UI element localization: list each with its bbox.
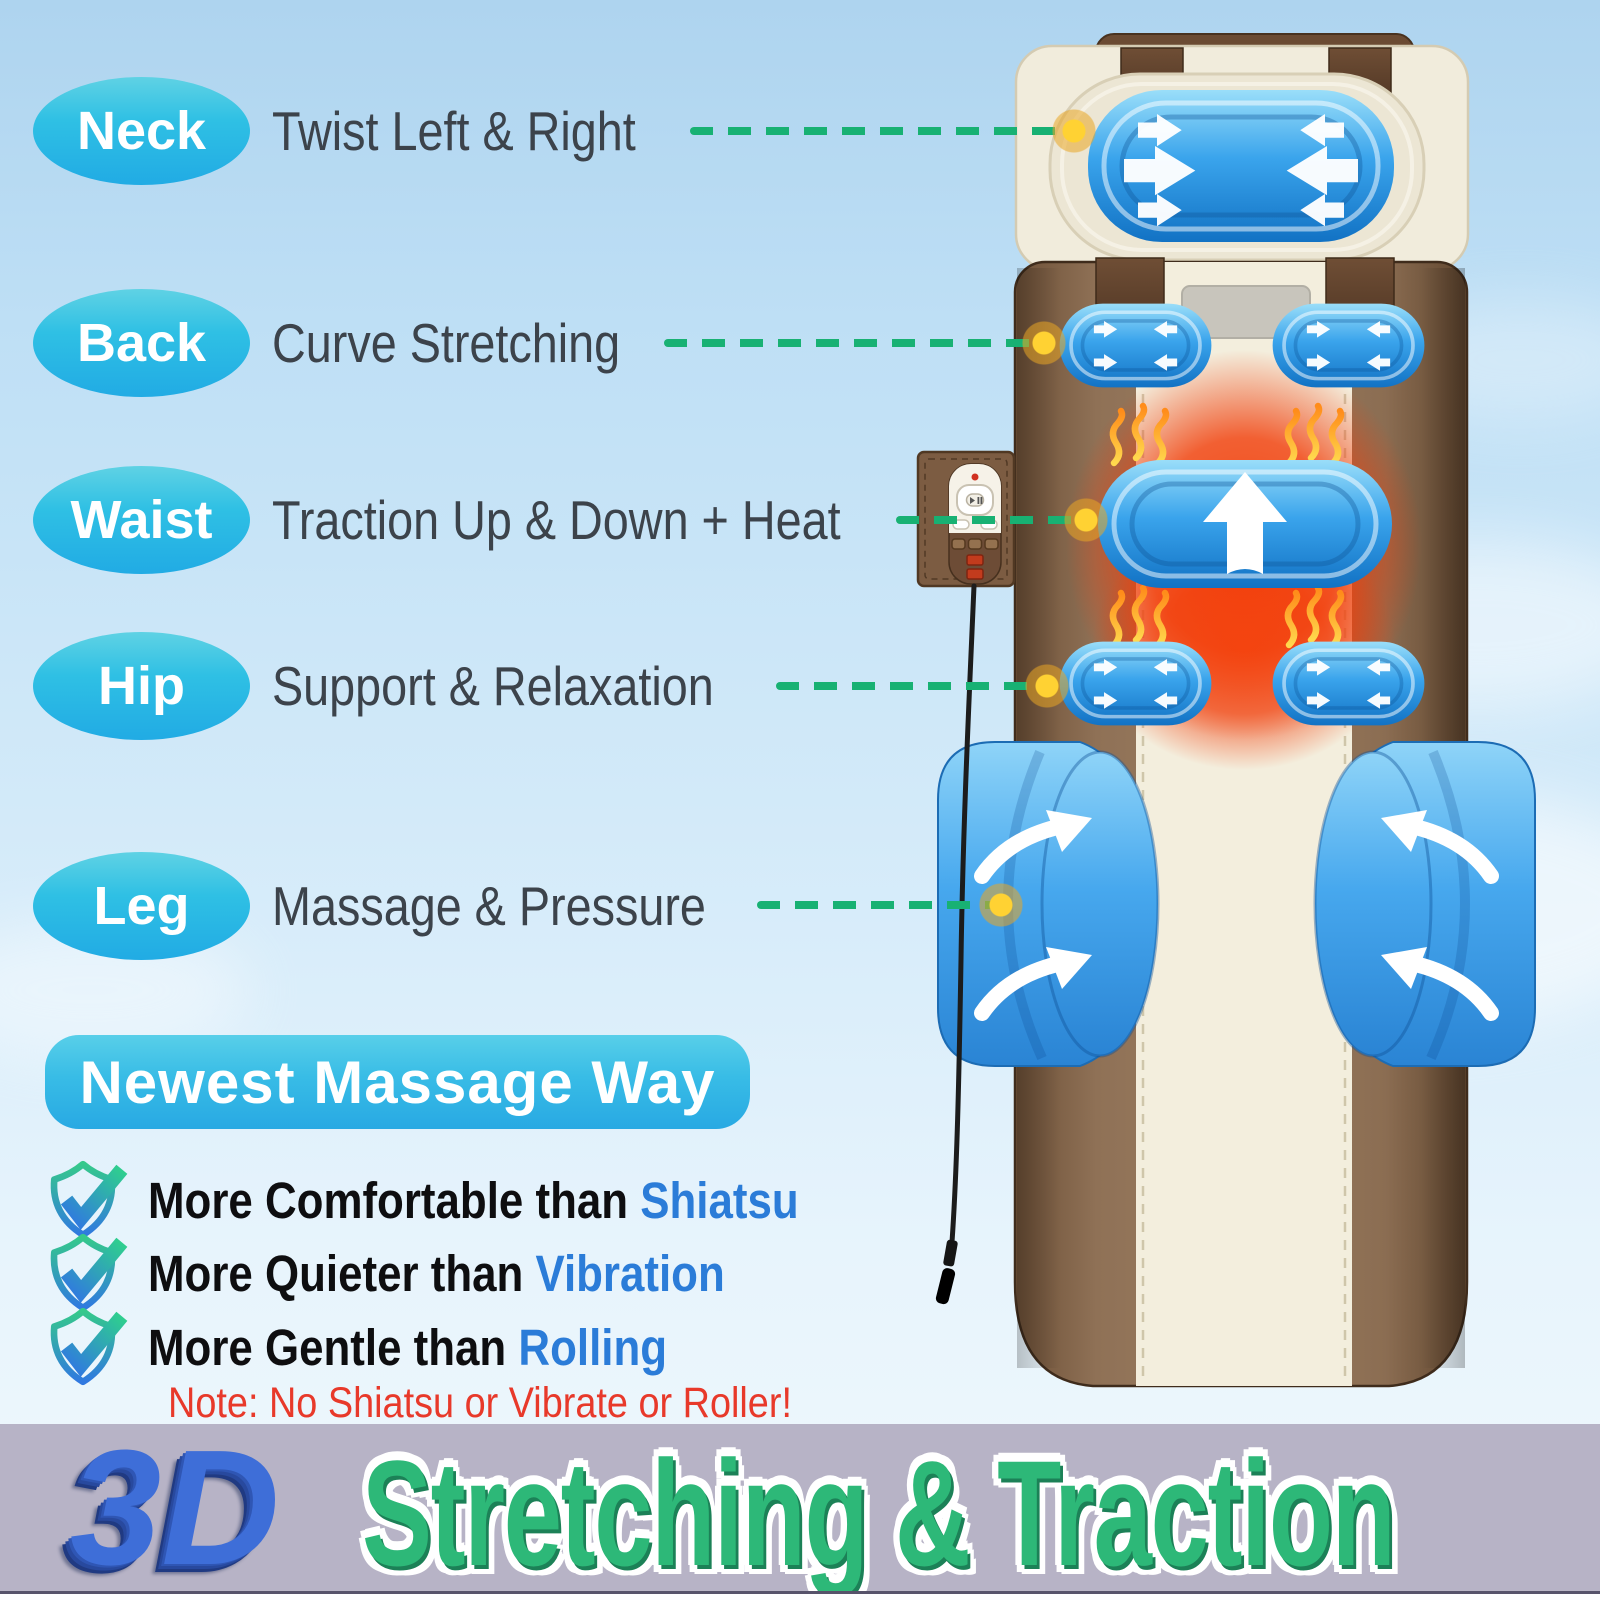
heat-indicator <box>966 568 984 580</box>
connector-dot-hip <box>1021 660 1073 712</box>
connector-line-waist <box>896 516 1080 524</box>
connector-line-hip <box>776 682 1042 690</box>
benefit-item: More Comfortable than Shiatsu <box>42 1155 905 1245</box>
zone-description-leg: Massage & Pressure <box>272 875 706 937</box>
power-led <box>971 473 979 481</box>
benefit-item: More Quieter than Vibration <box>42 1228 819 1318</box>
back-airbag-right <box>1273 304 1425 388</box>
benefit-keyword: Rolling <box>518 1318 668 1376</box>
cable-connector <box>943 1239 958 1267</box>
hip-airbag-left <box>1060 642 1212 726</box>
leg-wrap-left <box>937 741 1160 1067</box>
play-pause-icon <box>970 497 975 504</box>
zone-badge-neck: Neck <box>33 77 250 185</box>
connector-line-back <box>664 339 1038 347</box>
footer-title-text: Stretching & Traction <box>362 1429 1396 1597</box>
benefit-text: More Gentle than <box>148 1318 519 1376</box>
connector-dot-leg <box>975 879 1027 931</box>
back-airbag-left <box>1060 304 1212 388</box>
zone-description-hip: Support & Relaxation <box>272 655 714 717</box>
note-text: Note: No Shiatsu or Vibrate or Roller! <box>168 1379 792 1427</box>
zone-badge-hip: Hip <box>33 632 250 740</box>
zone-badge-leg: Leg <box>33 852 250 960</box>
benefit-keyword: Vibration <box>535 1244 725 1302</box>
leg-wrap-right <box>1313 741 1536 1067</box>
remote-cable <box>949 583 977 1245</box>
remote-button <box>951 538 966 550</box>
waist-airbag <box>1098 460 1392 588</box>
remote-button <box>967 538 983 550</box>
heat-indicator <box>966 554 984 566</box>
hip-airbag-right <box>1273 642 1425 726</box>
connector-dot-neck <box>1048 105 1100 157</box>
zone-badge-waist: Waist <box>33 466 250 574</box>
zone-description-neck: Twist Left & Right <box>272 100 636 162</box>
remote-button <box>984 538 999 550</box>
benefit-item: More Gentle than Rolling <box>42 1302 752 1392</box>
benefit-text: More Comfortable than <box>148 1171 641 1229</box>
zone-description-back: Curve Stretching <box>272 312 621 374</box>
remote-control <box>916 450 1016 1305</box>
zone-badge-back: Back <box>33 289 250 397</box>
connector-line-leg <box>757 901 995 909</box>
shield-check-icon <box>42 1306 128 1388</box>
up-arrow-icon <box>1203 472 1287 574</box>
bottom-strip <box>0 1591 1600 1600</box>
benefit-keyword: Shiatsu <box>640 1171 799 1229</box>
benefit-text: More Quieter than <box>148 1244 536 1302</box>
zone-description-waist: Traction Up & Down + Heat <box>272 489 841 551</box>
footer-banner <box>0 1424 1600 1592</box>
connector-dot-back <box>1018 317 1070 369</box>
neck-airbag <box>1088 90 1394 242</box>
footer-3d-text: 3D <box>70 1416 280 1599</box>
cable-plug <box>935 1268 956 1305</box>
newest-massage-way-banner: Newest Massage Way <box>45 1035 750 1129</box>
connector-line-neck <box>690 127 1066 135</box>
connector-dot-waist <box>1060 494 1112 546</box>
